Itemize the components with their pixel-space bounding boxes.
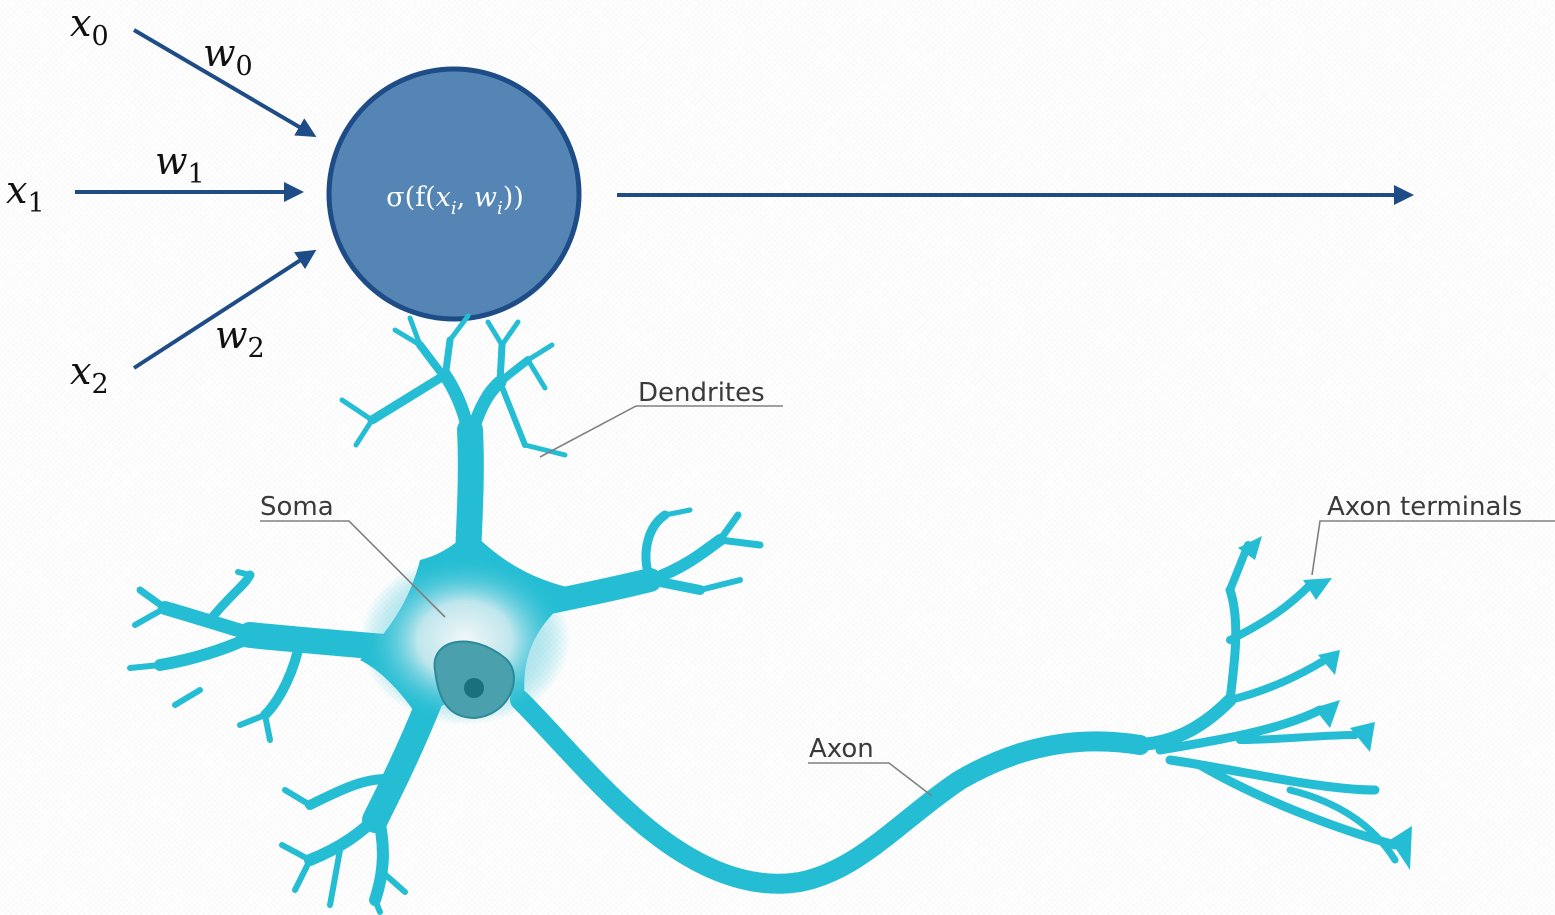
dendrites-top: [342, 316, 565, 555]
input-label-x0: x0: [70, 1, 109, 52]
weight-label-w1: w1: [155, 139, 205, 190]
axon-terminals: [1130, 545, 1395, 860]
axon: [520, 700, 1140, 884]
input-label-x2: x2: [70, 349, 109, 400]
axon-terminals-leader: [1312, 521, 1555, 575]
dendrites-leader: [540, 406, 783, 457]
dendrites-bottom: [282, 700, 430, 912]
dendrites-label: Dendrites: [638, 378, 765, 408]
weight-label-w0: w0: [203, 31, 253, 82]
perceptron: σ(f(xi, wi)) x0 x1 x2 w0 w1 w2: [6, 1, 1410, 400]
perceptron-node: [329, 69, 579, 319]
axon-leader: [808, 763, 932, 796]
axon-terminals-label: Axon terminals: [1327, 492, 1522, 522]
input-label-x1: x1: [6, 168, 45, 219]
weight-label-w2: w2: [215, 313, 265, 364]
soma-label: Soma: [260, 492, 334, 522]
axon-label: Axon: [809, 734, 874, 764]
nucleolus: [464, 678, 484, 698]
